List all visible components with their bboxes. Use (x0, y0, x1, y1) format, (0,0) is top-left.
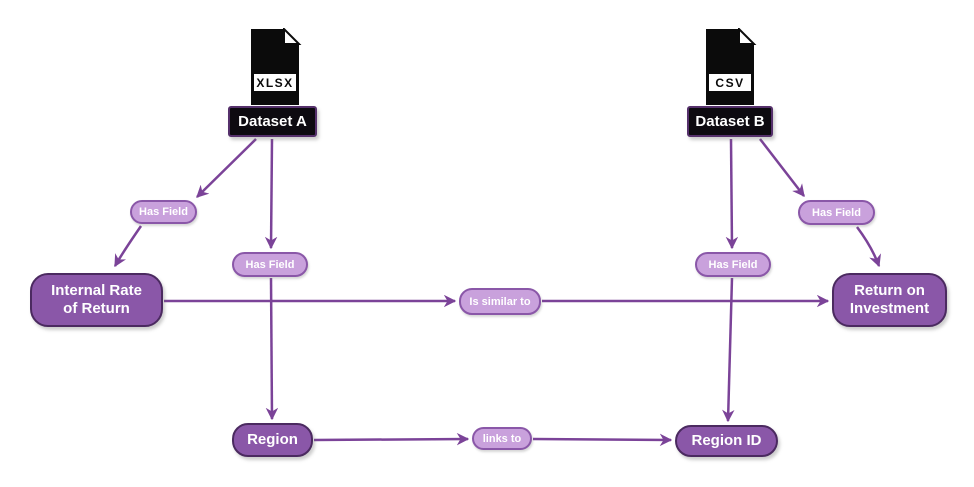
edge-label-text: Is similar to (469, 295, 531, 308)
edge-label-hasfield-b-regionid[interactable]: Has Field (695, 252, 771, 277)
node-dataset-b[interactable]: Dataset B (687, 106, 773, 137)
edge-label-hasfield-a-region[interactable]: Has Field (232, 252, 308, 277)
edge-hasfield-to-regionid (722, 277, 735, 423)
node-internal-rate-of-return-label: Internal Rate of Return (51, 282, 142, 317)
node-region-id[interactable]: Region ID (675, 425, 778, 457)
edge-label-text: Has Field (812, 206, 861, 219)
edge-hasfield-to-irr (113, 225, 143, 268)
xlsx-file-type-label: XLSX (256, 76, 293, 90)
edge-dataset-a-to-hasfield-region (264, 138, 278, 250)
node-region-id-label: Region ID (691, 432, 762, 449)
node-dataset-a[interactable]: Dataset A (228, 106, 317, 137)
edge-label-is-similar-to[interactable]: Is similar to (459, 288, 541, 315)
edge-label-hasfield-a-irr[interactable]: Has Field (130, 200, 197, 224)
edge-region-to-linksto (313, 432, 470, 446)
edge-hasfield-to-region (265, 277, 279, 421)
edge-label-text: Has Field (139, 206, 188, 218)
node-region-label: Region (247, 431, 298, 448)
edge-label-text: Has Field (708, 258, 758, 271)
edge-label-text: Has Field (245, 258, 295, 271)
csv-file-icon: CSV (706, 28, 757, 105)
edge-dataset-b-to-hasfield-roi (759, 138, 805, 197)
edge-dataset-b-to-hasfield-regionid (725, 138, 739, 250)
edge-label-hasfield-b-roi[interactable]: Has Field (798, 200, 875, 225)
node-dataset-a-label: Dataset A (238, 113, 307, 130)
node-region[interactable]: Region (232, 423, 313, 457)
edge-label-text: links to (482, 432, 522, 445)
node-return-on-investment[interactable]: Return on Investment (832, 273, 947, 327)
node-internal-rate-of-return[interactable]: Internal Rate of Return (30, 273, 163, 327)
csv-file-type-label: CSV (715, 76, 744, 90)
edge-hasfield-to-roi (855, 226, 881, 268)
node-return-on-investment-label: Return on Investment (849, 282, 930, 317)
edge-label-links-to[interactable]: links to (472, 427, 532, 450)
edge-linksto-to-regionid (532, 433, 673, 447)
edge-dataset-a-to-hasfield-irr (196, 138, 257, 198)
xlsx-file-icon: XLSX (251, 28, 302, 105)
node-dataset-b-label: Dataset B (695, 113, 765, 130)
